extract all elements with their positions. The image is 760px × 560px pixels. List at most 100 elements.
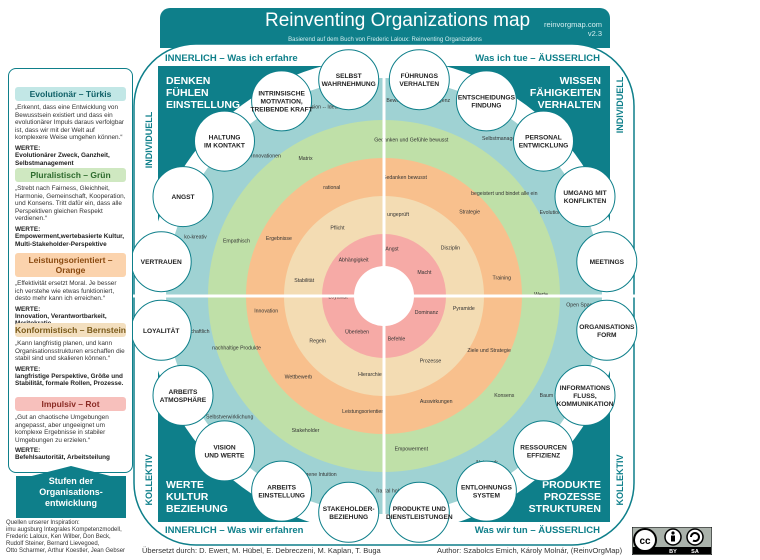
stufen-line: Stufen der bbox=[48, 476, 94, 486]
by-text: BY bbox=[669, 549, 677, 555]
quadrant-br-line3: STRUKTUREN bbox=[529, 503, 601, 515]
topic-bubble-label: FLUSS, bbox=[573, 393, 597, 400]
quadrant-tl-line2: FÜHLEN bbox=[166, 86, 209, 99]
ring-text-teal: Selbstmanagement bbox=[482, 136, 527, 142]
ring-text-orange: Innovation bbox=[254, 309, 278, 315]
ring-text-teal: Vision -- Ideals bbox=[307, 104, 342, 110]
topic-bubble-label: ANGST bbox=[171, 194, 194, 201]
legend-werte-label: WERTE: bbox=[15, 365, 41, 373]
legend-level-desc: „Erkennt, dass eine Entwicklung von Bewu… bbox=[15, 104, 125, 142]
site-info: reinvorgmap.com v2.3 bbox=[544, 20, 602, 38]
topic-bubble-label: EFFIZIENZ bbox=[527, 452, 560, 459]
stufen-line: Organisations- bbox=[39, 487, 103, 497]
topic-bubble[interactable]: STAKEHOLDER-BEZIEHUNG bbox=[318, 481, 380, 543]
legend-panel: Evolutionär – Türkis „Erkennt, dass eine… bbox=[8, 68, 133, 473]
band-bottom-right: Was wir tun – ÄUSSERLICH bbox=[475, 525, 600, 536]
ring-text-teal: Selbstverwirklichung bbox=[206, 415, 253, 421]
legend-werte: Empowerment,wertebasierte Kultur, Multi-… bbox=[15, 232, 125, 248]
topic-bubble-shape bbox=[194, 420, 255, 482]
ring-text-orange: rational bbox=[323, 185, 340, 191]
topic-bubble-label: IM KONTAKT bbox=[204, 143, 245, 150]
ring-text-beige: Pflicht bbox=[330, 226, 345, 232]
ring-text-green: Matrix bbox=[298, 156, 313, 162]
topic-bubble[interactable]: VERTRAUEN bbox=[130, 231, 192, 293]
topic-bubble-shape bbox=[388, 49, 450, 111]
topic-bubble-label: SYSTEM bbox=[473, 493, 501, 500]
topic-bubble-shape bbox=[576, 299, 638, 361]
legend-level-desc: „Gut an chaotische Umgebungen angepasst,… bbox=[15, 414, 109, 444]
topic-bubble-shape bbox=[152, 364, 214, 426]
stufen-line: entwicklung bbox=[44, 498, 97, 508]
topic-bubble-label: HALTUNG bbox=[209, 135, 241, 142]
topic-bubble-label: UMGANG MIT bbox=[563, 190, 606, 197]
topic-bubble-label: LOYALITÄT bbox=[143, 327, 179, 335]
ring-text-red: Überleben bbox=[345, 328, 369, 335]
page-title: Reinventing Organizations map bbox=[265, 10, 531, 31]
cc-icon bbox=[633, 528, 657, 552]
topic-bubble[interactable]: LOYALITÄT bbox=[130, 299, 192, 361]
legend-werte-label: WERTE: bbox=[15, 447, 41, 455]
topic-bubble-label: BEZIEHUNG bbox=[329, 514, 368, 521]
topic-bubble-label: FORM bbox=[597, 332, 617, 339]
vertical-label-left-bottom: KOLLEKTIV bbox=[144, 455, 154, 506]
topic-bubble-label: EINSTELLUNG bbox=[258, 493, 305, 500]
ring-text-green: Empowerment bbox=[395, 447, 429, 453]
band-top-right: Was ich tue – ÄUSSERLICH bbox=[475, 53, 600, 64]
quadrant-bl-line1: WERTE bbox=[166, 479, 204, 491]
topic-bubble-label: KOMMUNIKATION bbox=[556, 401, 613, 408]
sources-line: Rudolf Steiner, Bernard Lievegoed, bbox=[6, 541, 100, 547]
legend-level-desc: „Effektivität ersetzt Moral. Je besser i… bbox=[15, 280, 117, 303]
cc-license-badge[interactable]: cc BY SA bbox=[632, 527, 712, 555]
topic-bubble-shape bbox=[513, 420, 574, 482]
ring-text-orange: Ziele und Strategie bbox=[467, 348, 511, 354]
topic-bubble-label: ENTWICKLUNG bbox=[519, 143, 568, 150]
topic-bubble-label: ARBEITS bbox=[169, 389, 199, 396]
topic-bubble-shape bbox=[194, 110, 255, 172]
ring-text-red: Macht bbox=[417, 270, 432, 276]
ring-text-orange: Auswirkungen bbox=[420, 399, 453, 405]
ring-text-red: Abhängigkeit bbox=[339, 258, 370, 264]
topic-bubble[interactable]: ANGST bbox=[152, 166, 214, 228]
topic-bubble[interactable]: MEETINGS bbox=[576, 231, 638, 293]
site-url[interactable]: reinvorgmap.com bbox=[544, 20, 602, 29]
ring-text-green: nachhaltige Produkte bbox=[212, 346, 261, 352]
topic-bubble-shape bbox=[455, 460, 517, 522]
topic-bubble-label: ATMOSPHÄRE bbox=[160, 396, 207, 404]
topic-bubble-label: PERSONAL bbox=[525, 135, 562, 142]
topic-bubble-label: FÜHRUNGS bbox=[401, 71, 439, 80]
legend-level-desc: „Strebt nach Fairness, Gleichheit, Harmo… bbox=[15, 185, 126, 223]
topic-bubble-shape bbox=[554, 166, 616, 228]
ring-text-orange: Ergebnisse bbox=[266, 236, 292, 242]
topic-bubble-label: RESSOURCEN bbox=[520, 444, 567, 451]
topic-bubble-label: STAKEHOLDER- bbox=[323, 506, 375, 513]
topic-bubble-shape bbox=[388, 481, 450, 543]
topic-bubble-label: DIENSTLEISTUNGEN bbox=[386, 514, 453, 521]
ring-text-beige: Regeln bbox=[309, 339, 326, 345]
quadrant-bl-line2: KULTUR bbox=[166, 491, 209, 503]
quadrant-bl-line3: BEZIEHUNG bbox=[166, 503, 228, 515]
topic-bubble-label: PRODUKTE UND bbox=[393, 506, 446, 513]
topic-bubble-label: UND WERTE bbox=[205, 452, 246, 459]
topic-bubble-shape bbox=[318, 49, 380, 111]
ring-text-red: Dominanz bbox=[415, 310, 439, 316]
ring-text-beige: Prozesse bbox=[420, 358, 442, 364]
topic-bubble-label: SELBST bbox=[336, 73, 362, 80]
vertical-label-right-top: INDIVIDUELL bbox=[615, 76, 625, 133]
topic-bubble-shape bbox=[576, 231, 638, 293]
